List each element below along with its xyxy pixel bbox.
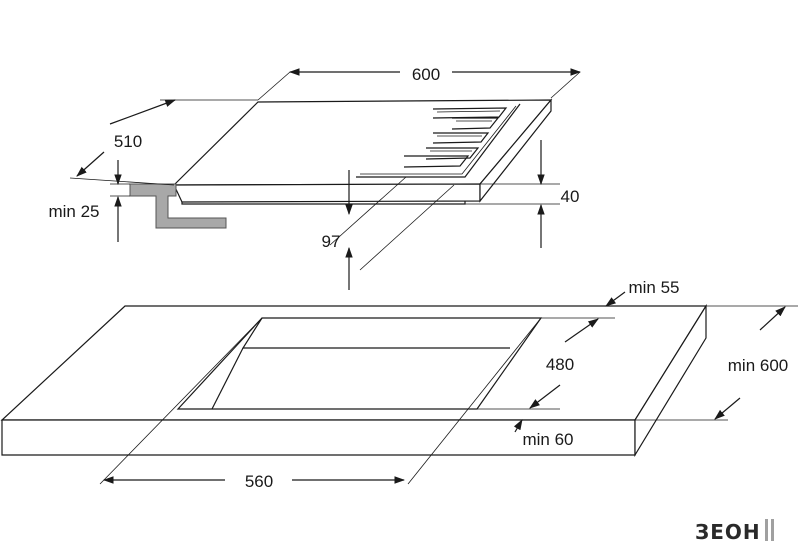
hob-clearance-label: 97 — [322, 232, 341, 251]
hob-drawing — [129, 98, 553, 229]
countertop-side — [634, 303, 707, 458]
cutout-depth-label: 480 — [546, 355, 574, 374]
hob-front-edge — [173, 183, 481, 203]
countertop-dimensions — [99, 291, 798, 485]
countertop-drawing — [0, 303, 708, 458]
countertop-top — [0, 305, 708, 421]
hob-body-lower — [181, 201, 466, 205]
cutout-inner-left — [211, 347, 244, 410]
back-margin-label: min 55 — [628, 278, 679, 297]
hob-height-label: 40 — [561, 187, 580, 206]
mounting-bracket — [129, 183, 227, 229]
zeon-logo: ЗЕОН — [695, 519, 774, 544]
hob-right-side — [479, 98, 552, 203]
hob-depth-label: 510 — [114, 132, 142, 151]
zeon-logo-text: ЗЕОН — [695, 520, 761, 544]
cutout-width-label: 560 — [245, 472, 273, 491]
countertop-depth-label: min 600 — [728, 356, 788, 375]
hob-min-surface-label: min 25 — [48, 202, 99, 221]
hob-knob-slots — [403, 107, 508, 168]
hob-dimensions — [69, 68, 582, 290]
front-margin-label: min 60 — [522, 430, 573, 449]
hob-width-label: 600 — [412, 65, 440, 84]
hob-control-rail — [356, 103, 521, 178]
